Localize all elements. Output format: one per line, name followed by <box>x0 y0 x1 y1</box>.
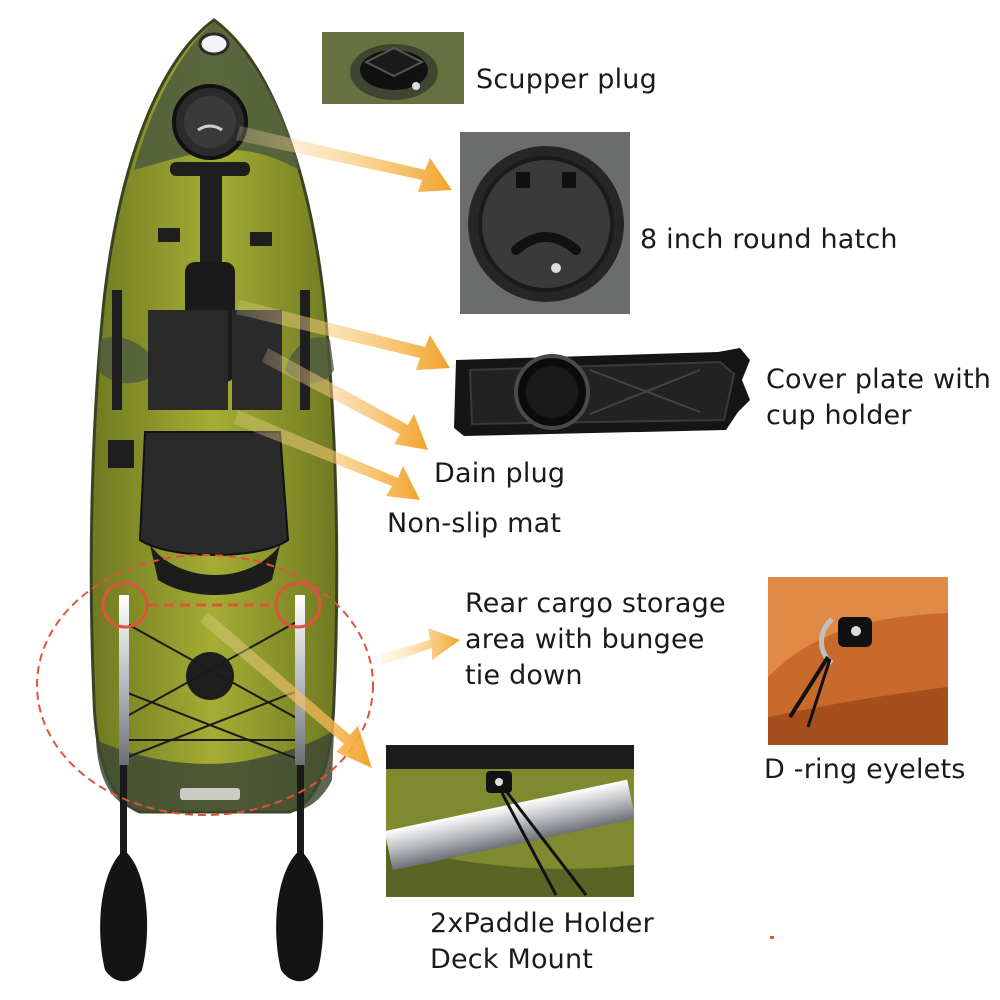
label-d-ring: D -ring eyelets <box>764 754 966 785</box>
kayak-top-view-icon <box>89 18 339 982</box>
label-non-slip-mat: Non-slip mat <box>387 508 562 539</box>
stray-dot <box>770 936 774 939</box>
rear-cargo-callout <box>36 554 374 816</box>
d-ring-photo-icon <box>768 577 948 745</box>
pointer-arrows <box>200 126 460 768</box>
label-paddle-holder: 2xPaddle Holder Deck Mount <box>430 908 654 975</box>
arrow-cover-plate <box>236 300 450 370</box>
label-scupper-plug: Scupper plug <box>476 64 657 95</box>
arrow-paddle-holder <box>200 612 372 768</box>
arrow-drain-plug <box>262 348 428 450</box>
scupper-plug-photo-icon <box>322 32 464 104</box>
paddle-holder-photo-icon <box>386 745 634 897</box>
arrow-hatch <box>236 126 452 192</box>
label-rear-cargo: Rear cargo storage area with bungee tie … <box>465 588 726 691</box>
label-drain-plug: Dain plug <box>434 458 566 489</box>
arrow-rear-cargo <box>378 628 460 666</box>
cover-plate-photo-icon <box>450 340 756 442</box>
label-cover-plate: Cover plate with cup holder <box>766 364 992 431</box>
arrow-non-slip-mat <box>234 410 420 500</box>
round-hatch-photo-icon <box>460 132 630 314</box>
label-round-hatch: 8 inch round hatch <box>640 224 898 255</box>
